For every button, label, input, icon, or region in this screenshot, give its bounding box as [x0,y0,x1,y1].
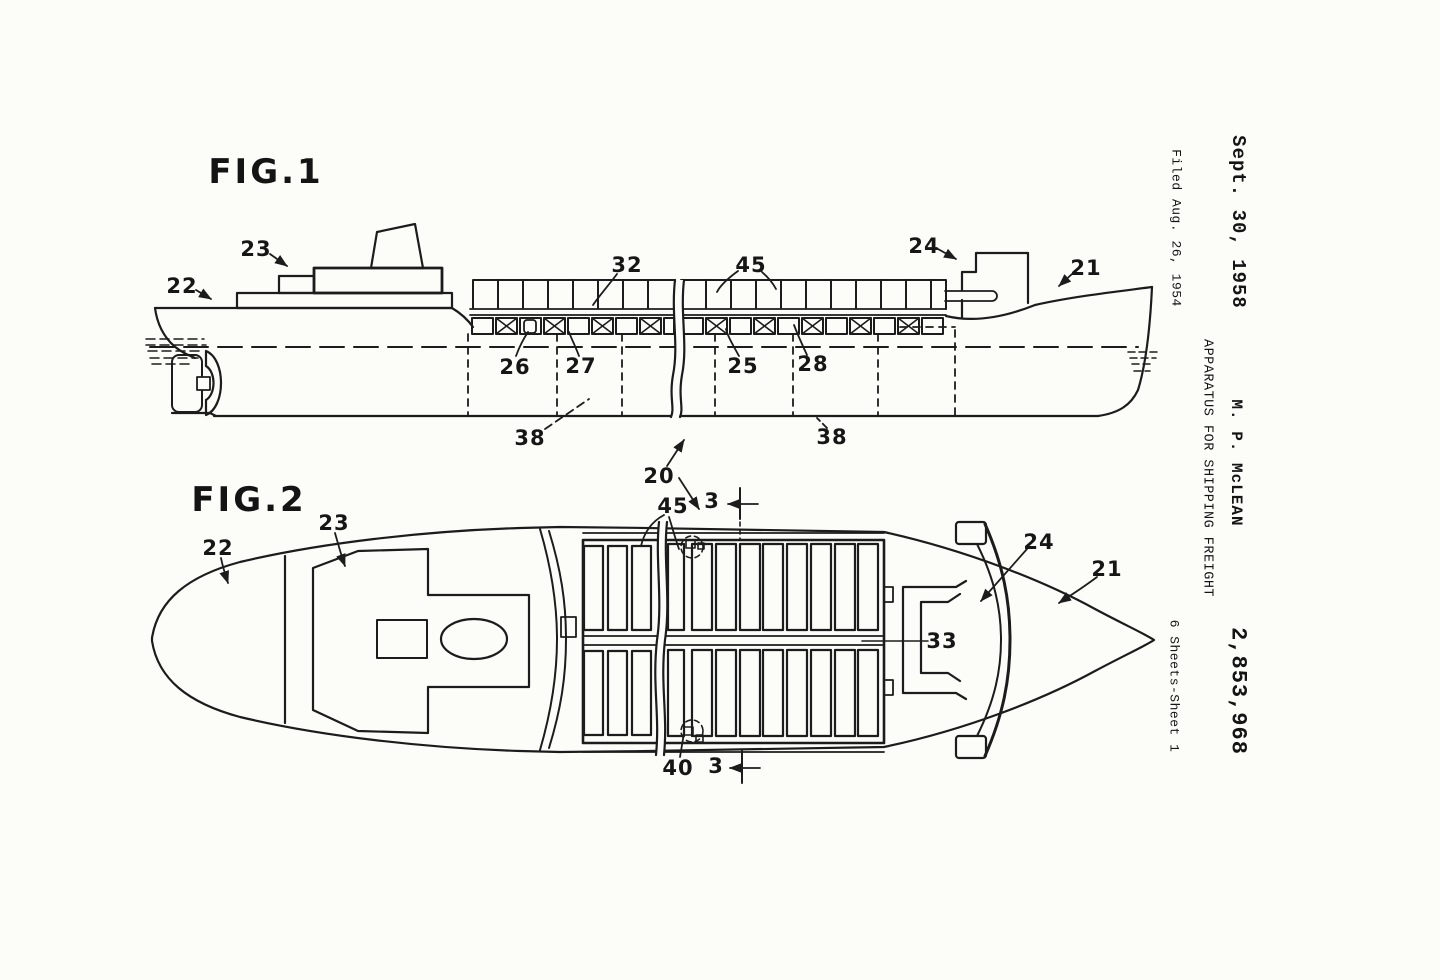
fig1-hold-bulkheads [467,326,956,416]
fig1-fitting-26 [523,319,537,334]
fig1-ref-24: 24 [908,234,940,258]
fig2-container-slots [582,542,880,738]
fig2-ref-33: 33 [926,629,958,653]
fig2-bridge [954,520,1012,760]
fig1-ref-22: 22 [166,274,198,298]
fig2-ref-45: 45 [657,494,689,518]
fig1-ship-side-view [145,222,1159,510]
fig2-ref-22: 22 [202,536,234,560]
fig1-ref-27: 27 [565,354,597,378]
fig1-funnel [369,222,425,270]
fig1-ref-45: 45 [735,253,767,277]
fig1-ref-28: 28 [797,352,829,376]
patent-sheet-info: 6 Sheets-Sheet 1 [1166,619,1182,753]
fig1-ref-38-left: 38 [514,426,546,450]
fig1-leader-lines [195,248,1073,510]
fig2-forward-house [883,579,968,701]
fig2-aft-frame [539,528,577,751]
fig2-hull [150,525,1156,754]
fig2-ref-3-top: 3 [704,489,720,513]
fig1-superstructure [235,222,454,310]
fig2-break-lines [654,520,669,757]
patent-filed-date: Filed Aug. 26, 1954 [1168,149,1184,307]
patent-title: APPARATUS FOR SHIPPING FREIGHT [1199,338,1215,598]
fig2-ref-21: 21 [1091,557,1123,581]
fig2-superstructure [311,547,531,735]
patent-inventor: M. P. McLEAN [1227,399,1245,527]
fig1-ref-38-right: 38 [816,425,848,449]
fig1-hold-cells [470,316,945,336]
fig1-hull [153,251,1154,418]
fig1-ref-26: 26 [499,355,531,379]
fig1-break-lines [669,278,686,419]
fig1-ref-25: 25 [727,354,759,378]
fig1-ref-21: 21 [1070,256,1102,280]
fig2-ship-deck-plan [150,487,1156,784]
patent-number: 2,853,968 [1225,627,1251,755]
fig1-waterline [145,338,1159,372]
patent-issue-date: Sept. 30, 1958 [1227,135,1249,309]
fig1-label: FIG.1 [208,152,324,192]
fig1-container-rows [472,279,947,310]
fig2-ref-40: 40 [662,756,694,780]
fig2-ref-24: 24 [1023,530,1055,554]
fig2-label: FIG.2 [191,480,307,520]
fig2-ref-23: 23 [318,511,350,535]
fig1-ref-20: 20 [643,464,675,488]
fig2-ref-3-bottom: 3 [708,754,724,778]
fig2-latch-details [680,535,705,743]
fig1-ref-32: 32 [611,253,643,277]
fig1-ref-23: 23 [240,237,272,261]
fig2-bay-frame [581,532,886,753]
fig2-funnel [439,617,509,661]
fig2-leader-lines [219,487,1098,784]
